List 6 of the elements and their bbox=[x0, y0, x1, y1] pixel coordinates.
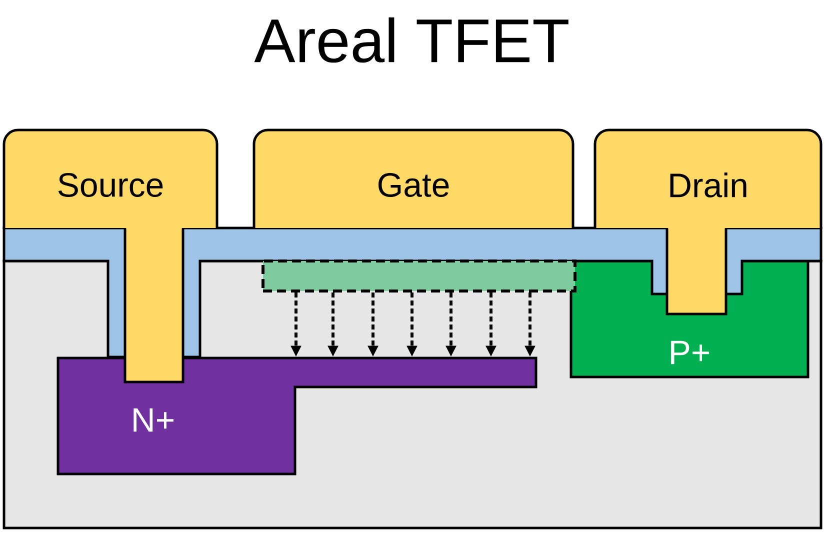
contact-pad: Gate bbox=[252, 128, 574, 229]
tunneling-region bbox=[262, 260, 576, 292]
contact-pad: Drain bbox=[594, 128, 822, 316]
title: Areal TFET bbox=[254, 17, 568, 63]
doped-region: N+ bbox=[56, 356, 538, 476]
contact-pad: Source bbox=[2, 128, 218, 384]
